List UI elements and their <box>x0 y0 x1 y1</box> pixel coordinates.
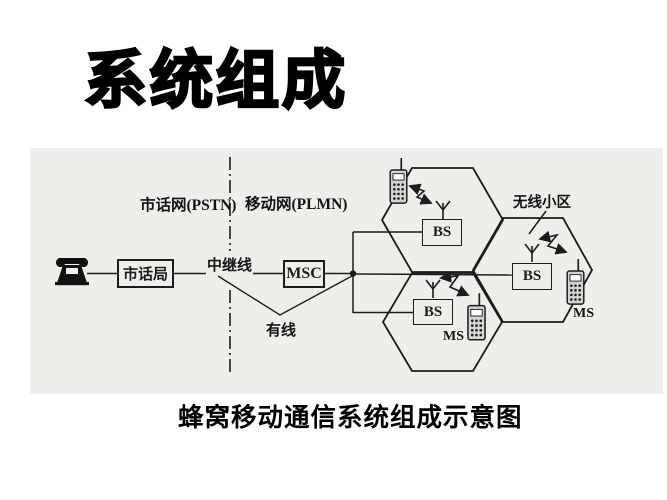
mobile-phone-icon <box>389 158 408 204</box>
msc-box: MSC <box>283 260 325 288</box>
trunk-line-label: 中继线 <box>206 254 254 275</box>
base-station-box-right: BS <box>512 263 552 290</box>
antenna-icon <box>425 279 441 298</box>
antenna-icon <box>435 200 451 220</box>
mobile-station-label-bottom: MS <box>443 329 464 344</box>
base-station-box-top: BS <box>422 219 462 246</box>
radio-cell-label: 无线小区 <box>513 195 571 211</box>
radio-cell-leader-line <box>528 210 547 235</box>
junction-dot <box>349 270 357 277</box>
zigzag-radio-link-arrow <box>439 270 470 297</box>
central-office-box: 市话局 <box>117 259 174 288</box>
mobile-phone-icon <box>566 259 585 305</box>
page-title: 系统组成 <box>83 43 348 119</box>
pstn-network-label: 市话网(PSTN) <box>140 197 237 214</box>
mobile-station-label-right: MS <box>573 306 594 321</box>
diagram-caption: 蜂窝移动通信系统组成示意图 <box>178 403 523 432</box>
wired-leader-lines <box>217 275 353 316</box>
hexagon-cells <box>380 167 594 372</box>
hexagon-cell-right <box>471 217 594 323</box>
radio-link-arrows <box>408 183 568 297</box>
plmn-network-label: 移动网(PLMN) <box>245 196 348 213</box>
antenna-icons <box>425 200 540 298</box>
hexagon-cell-top <box>380 167 505 273</box>
zigzag-radio-link-arrow <box>408 183 433 205</box>
zigzag-radio-link-arrow <box>538 230 568 255</box>
base-station-box-bottom: BS <box>413 299 453 325</box>
wired-label: 有线 <box>266 323 297 339</box>
mobile-phone-icon <box>467 292 486 341</box>
desk-telephone-icon <box>55 257 89 286</box>
hexagon-cell-bottom <box>381 272 504 372</box>
antenna-icon <box>524 243 540 262</box>
